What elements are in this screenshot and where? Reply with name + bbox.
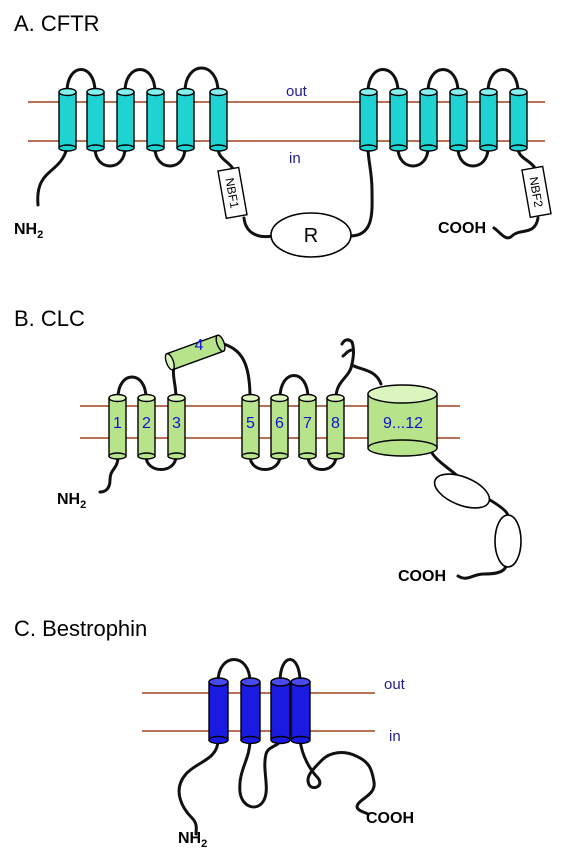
cftr-loop-in-1 — [93, 146, 127, 168]
best-loop-in-1 — [238, 738, 282, 809]
clc-seg-5: 5 — [246, 415, 255, 432]
clc-seg-6: 6 — [275, 415, 284, 432]
cftr-r-domain: R — [270, 212, 352, 258]
clc-cbs-domain-1 — [433, 473, 491, 509]
clc-seg-7: 7 — [303, 415, 312, 432]
panel-b-title: B. CLC — [14, 306, 85, 331]
cftr-cterm-tail — [492, 216, 540, 240]
cftr-helix-12 — [509, 87, 528, 152]
cftr-loop-in-4 — [456, 146, 490, 168]
clc-glyco-branch-1 — [340, 338, 354, 346]
clc-seg-3: 3 — [172, 415, 181, 432]
best-cterm-tail — [298, 738, 376, 816]
cftr-loops — [36, 66, 540, 240]
best-nh2-label: NH2 — [178, 830, 207, 850]
best-out-label: out — [384, 676, 406, 693]
clc-seg-9-12: 9...12 — [383, 415, 423, 432]
clc-helix-4 — [164, 334, 226, 371]
cftr-in-label: in — [289, 150, 301, 167]
cftr-helix-2 — [86, 87, 105, 152]
cftr-loop-out-6 — [486, 68, 520, 94]
clc-helix-5 — [241, 393, 260, 460]
cftr-helix-5 — [176, 87, 195, 152]
panel-c-bestrophin: C. Bestrophin out in NH2 COOH — [14, 616, 414, 850]
clc-seg-1: 1 — [113, 415, 122, 432]
clc-loop-out-2 — [278, 374, 310, 400]
clc-helix-8 — [326, 393, 345, 460]
best-helix-3 — [270, 677, 291, 745]
cftr-helices — [58, 87, 528, 152]
clc-seg-8: 8 — [331, 415, 340, 432]
cftr-helix-6 — [209, 87, 228, 152]
best-loop-out-2 — [278, 658, 302, 684]
clc-helix-block-9-12 — [367, 384, 438, 457]
cftr-nh2-label: NH2 — [14, 221, 43, 241]
cftr-helix-3 — [116, 87, 135, 152]
best-in-label: in — [389, 728, 401, 745]
cftr-helix-10 — [449, 87, 468, 152]
clc-cbs-domain-2 — [494, 514, 522, 568]
clc-nterm-tail — [98, 454, 120, 494]
clc-helix-3 — [167, 393, 186, 460]
panel-a-title: A. CFTR — [14, 11, 100, 36]
clc-segment-numbers: 1 2 3 4 5 6 7 8 9...12 — [113, 337, 423, 432]
panel-c-title: C. Bestrophin — [14, 616, 147, 641]
best-helix-1 — [208, 677, 229, 745]
best-loops — [177, 658, 376, 836]
cftr-helix-11 — [479, 87, 498, 152]
best-helix-4 — [290, 677, 311, 745]
cftr-helix-9 — [419, 87, 438, 152]
clc-loop-in-3 — [306, 454, 338, 471]
cftr-nbf2-box: NBF2 — [521, 165, 552, 219]
cftr-helix-4 — [146, 87, 165, 152]
panel-b-clc: B. CLC — [14, 306, 522, 585]
best-helices — [208, 677, 311, 745]
clc-cterm-tail — [456, 564, 508, 580]
cftr-cooh-label: COOH — [438, 220, 486, 237]
cftr-r-to-tm7 — [348, 146, 374, 238]
best-loop-out-1 — [216, 658, 252, 684]
cftr-loop-out-3 — [183, 66, 220, 94]
clc-cbs1-to-cbs2 — [488, 498, 510, 518]
cftr-loop-in-2 — [153, 146, 187, 168]
clc-helix-6 — [270, 393, 289, 460]
cftr-helix-8 — [389, 87, 408, 152]
clc-loop-in-1 — [144, 454, 178, 471]
clc-to-block — [352, 364, 383, 386]
best-nterm-tail — [177, 738, 220, 836]
clc-loop-in-2 — [248, 454, 282, 471]
clc-helix-2 — [137, 393, 156, 460]
clc-cooh-label: COOH — [398, 568, 446, 585]
cftr-loop-out-4 — [366, 68, 400, 94]
cftr-loop-out-2 — [123, 68, 157, 94]
clc-helix4-to-5 — [222, 342, 252, 400]
clc-seg-2: 2 — [142, 415, 151, 432]
clc-helices — [108, 334, 438, 460]
best-cooh-label: COOH — [366, 810, 414, 827]
clc-seg-4: 4 — [195, 337, 204, 354]
panel-a-cftr: A. CFTR out in — [14, 11, 552, 258]
cftr-loop-in-3 — [396, 146, 430, 168]
clc-loop-out-1 — [116, 375, 148, 400]
best-helix-2 — [240, 677, 261, 745]
clc-glyco-branch-2 — [341, 348, 354, 358]
cftr-loop-out-5 — [426, 68, 460, 94]
clc-helix-1 — [108, 393, 127, 460]
cftr-loop-out-1 — [65, 68, 97, 94]
cftr-r-label: R — [304, 225, 318, 247]
cftr-nbf1-label: NBF1 — [222, 177, 241, 210]
cftr-nbf1-to-r — [242, 216, 274, 239]
cftr-nbf2-label: NBF2 — [526, 176, 545, 209]
cftr-nbf1-box: NBF1 — [217, 166, 248, 220]
clc-helix-7 — [298, 393, 317, 460]
cftr-nterm-tail — [36, 146, 69, 207]
clc-glyco-stem — [334, 340, 355, 400]
clc-nh2-label: NH2 — [57, 491, 86, 511]
cftr-out-label: out — [286, 83, 308, 100]
cftr-helix-1 — [58, 87, 77, 152]
cftr-helix-7 — [359, 87, 378, 152]
